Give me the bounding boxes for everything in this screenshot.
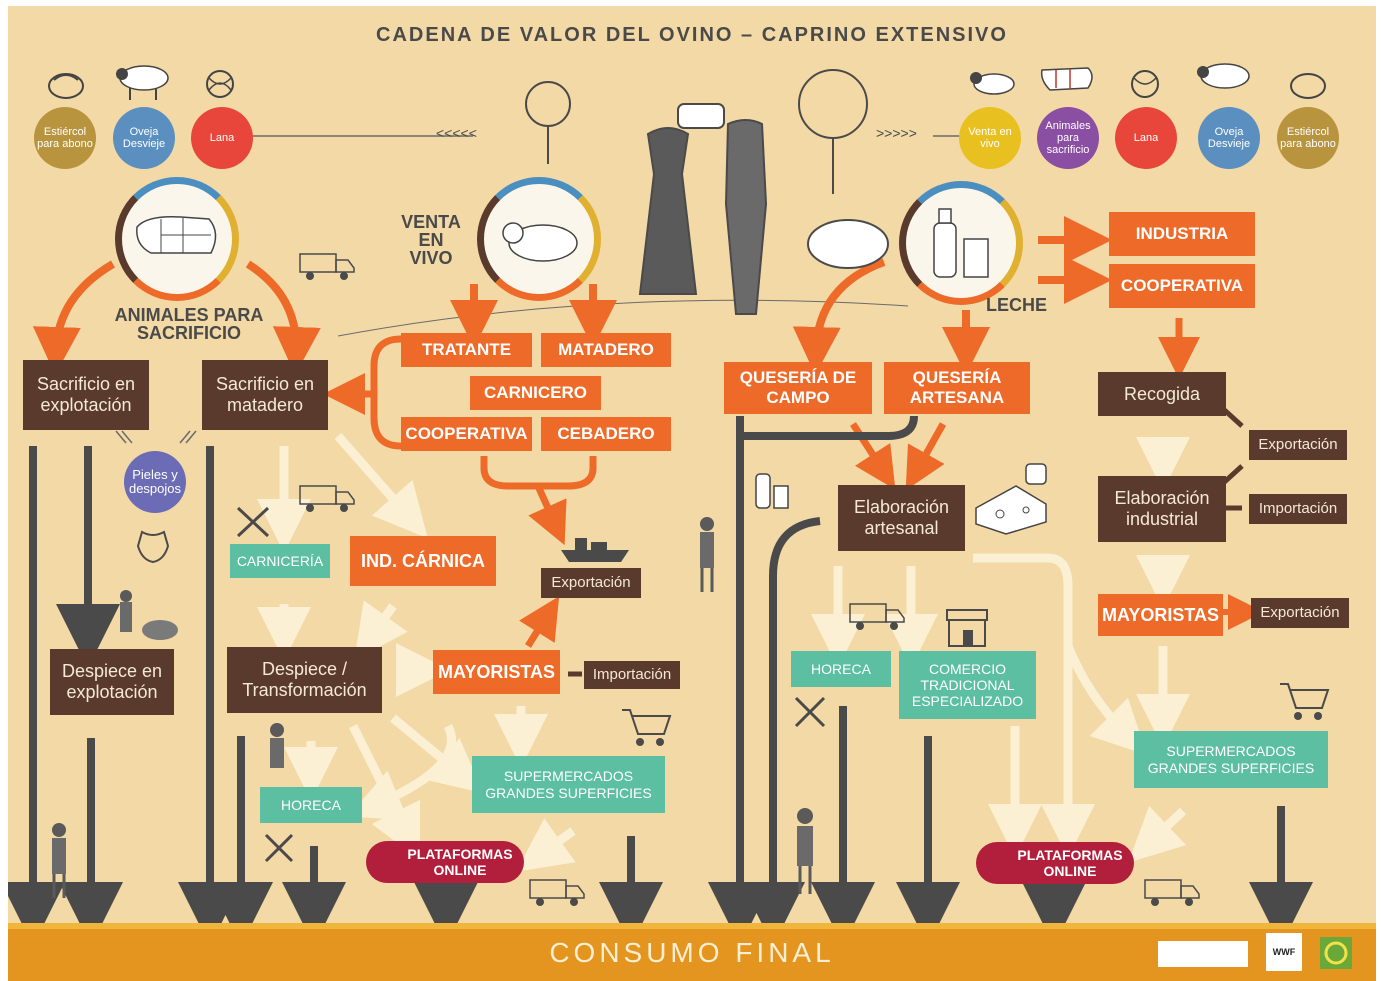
shepherd-figure-icon [270,723,284,768]
box-mayoristas-right: MAYORISTAS [1098,594,1223,636]
yarn-ball-icon [206,70,234,98]
ship-icon [561,538,629,562]
circle-oveja-right: Oveja Desvieje [1198,107,1260,169]
circle-estiercol-right: Estiércol para abono [1277,107,1339,169]
box-despiece-transformacion: Despiece / Transformación [227,647,382,713]
box-importacion-mid: Importación [584,661,680,689]
yarn-ball-icon [1131,70,1159,98]
sheep-icon [1197,63,1250,89]
box-importacion-right: Importación [1249,494,1347,524]
lamb-icon [970,72,1015,95]
shepherd-figure-icon [797,808,813,894]
box-horeca-right: HORECA [791,651,891,687]
truck-icon [1144,879,1200,906]
circle-animales-right: Animales para sacrificio [1037,107,1099,169]
box-cooperativa-mid: COOPERATIVA [401,417,532,451]
box-comercio-tradicional: COMERCIO TRADICIONAL ESPECIALIZADO [899,651,1036,719]
box-sacrificio-matadero: Sacrificio en matadero [202,360,328,430]
arrows-left-text: <<<<< [436,125,477,141]
sheep-cuts-icon [1040,67,1093,91]
diagram-canvas: CADENA DE VALOR DEL OVINO – CAPRINO EXTE… [8,6,1376,981]
sheep-cuts-icon [136,215,217,254]
truck-icon [299,253,355,280]
arrows-right-text: >>>>> [876,125,917,141]
box-despiece-explotacion: Despiece en explotación [50,649,174,715]
circle-lana-left: Lana [191,107,253,169]
shop-storefront-icon [946,609,988,647]
box-plataformas-right: PLATAFORMAS ONLINE [976,842,1134,884]
truck-icon [529,879,585,906]
milk-bottle-icon [755,473,789,509]
footer-label: CONSUMO FINAL [549,937,835,968]
box-mayoristas-mid: MAYORISTAS [433,650,560,694]
wwf-logo: WWF [1266,933,1302,971]
lamb-icon [502,222,578,262]
sheep-icon [116,65,169,100]
cutlery-icon [264,833,294,863]
box-industria: INDUSTRIA [1109,212,1255,256]
circle-estiercol-left: Estiércol para abono [34,107,96,169]
box-sacrificio-explotacion: Sacrificio en explotación [23,360,149,430]
label-leche: LECHE [986,295,1048,315]
truck-icon [299,485,355,512]
manure-sack-icon [48,73,84,99]
milk-bottle-icon [933,208,989,278]
label-venta-en-vivo: VENTA EN VIVO [401,212,461,268]
box-cebadero: CEBADERO [541,417,671,451]
box-elaboracion-industrial: Elaboración industrial [1098,476,1226,542]
box-plataformas-left: PLATAFORMAS ONLINE [366,841,524,883]
box-horeca-left: HORECA [260,787,362,823]
shepherd-with-flock-icon [120,590,178,640]
farmers-illustration [525,69,889,315]
partner-emblem-icon [1320,937,1352,969]
shopping-cart-icon [1280,683,1330,720]
box-cooperativa-right: COOPERATIVA [1109,264,1255,308]
lamb-ring [477,177,601,301]
box-queseria-campo: QUESERÍA DE CAMPO [724,362,872,414]
circle-venta-right: Venta en vivo [959,107,1021,169]
shepherd-figure-icon [700,517,714,592]
circle-oveja-left: Oveja Desvieje [113,107,175,169]
box-matadero: MATADERO [541,333,671,367]
circle-lana-right: Lana [1115,107,1177,169]
knife-cleaver-icon [236,506,270,538]
box-supermercados-right: SUPERMERCADOS GRANDES SUPERFICIES [1134,731,1328,788]
animal-ring [115,177,239,301]
box-elaboracion-artesanal: Elaboración artesanal [838,485,965,551]
partner-logo [1158,941,1248,967]
box-supermercados-left: SUPERMERCADOS GRANDES SUPERFICIES [472,756,665,813]
box-exportacion-mid: Exportación [541,568,641,598]
label-animales-sacrificio: ANIMALES PARA SACRIFICIO [114,305,264,343]
box-recogida: Recogida [1098,372,1226,416]
truck-icon [849,603,905,630]
page-title: CADENA DE VALOR DEL OVINO – CAPRINO EXTE… [376,24,1008,46]
footer-consumo-final: CONSUMO FINAL WWF [8,923,1376,981]
box-tratante: TRATANTE [401,333,532,367]
cutlery-icon [794,696,826,728]
manure-sack-icon [1290,73,1326,99]
connector-layer [8,135,1313,946]
box-carnicero: CARNICERO [470,376,601,410]
box-exportacion-1: Exportación [1249,430,1347,460]
shopping-cart-icon [622,709,672,746]
leather-hide-icon [136,530,170,564]
box-carniceria: CARNICERÍA [230,544,330,578]
shepherd-figure-icon [52,823,66,898]
circle-pieles-despojos: Pieles y despojos [124,451,186,513]
milk-ring [899,181,1023,305]
box-exportacion-2: Exportación [1251,598,1349,628]
cheese-icon [975,463,1047,535]
box-ind-carnica: IND. CÁRNICA [350,536,496,586]
box-queseria-artesana: QUESERÍA ARTESANA [884,362,1030,414]
